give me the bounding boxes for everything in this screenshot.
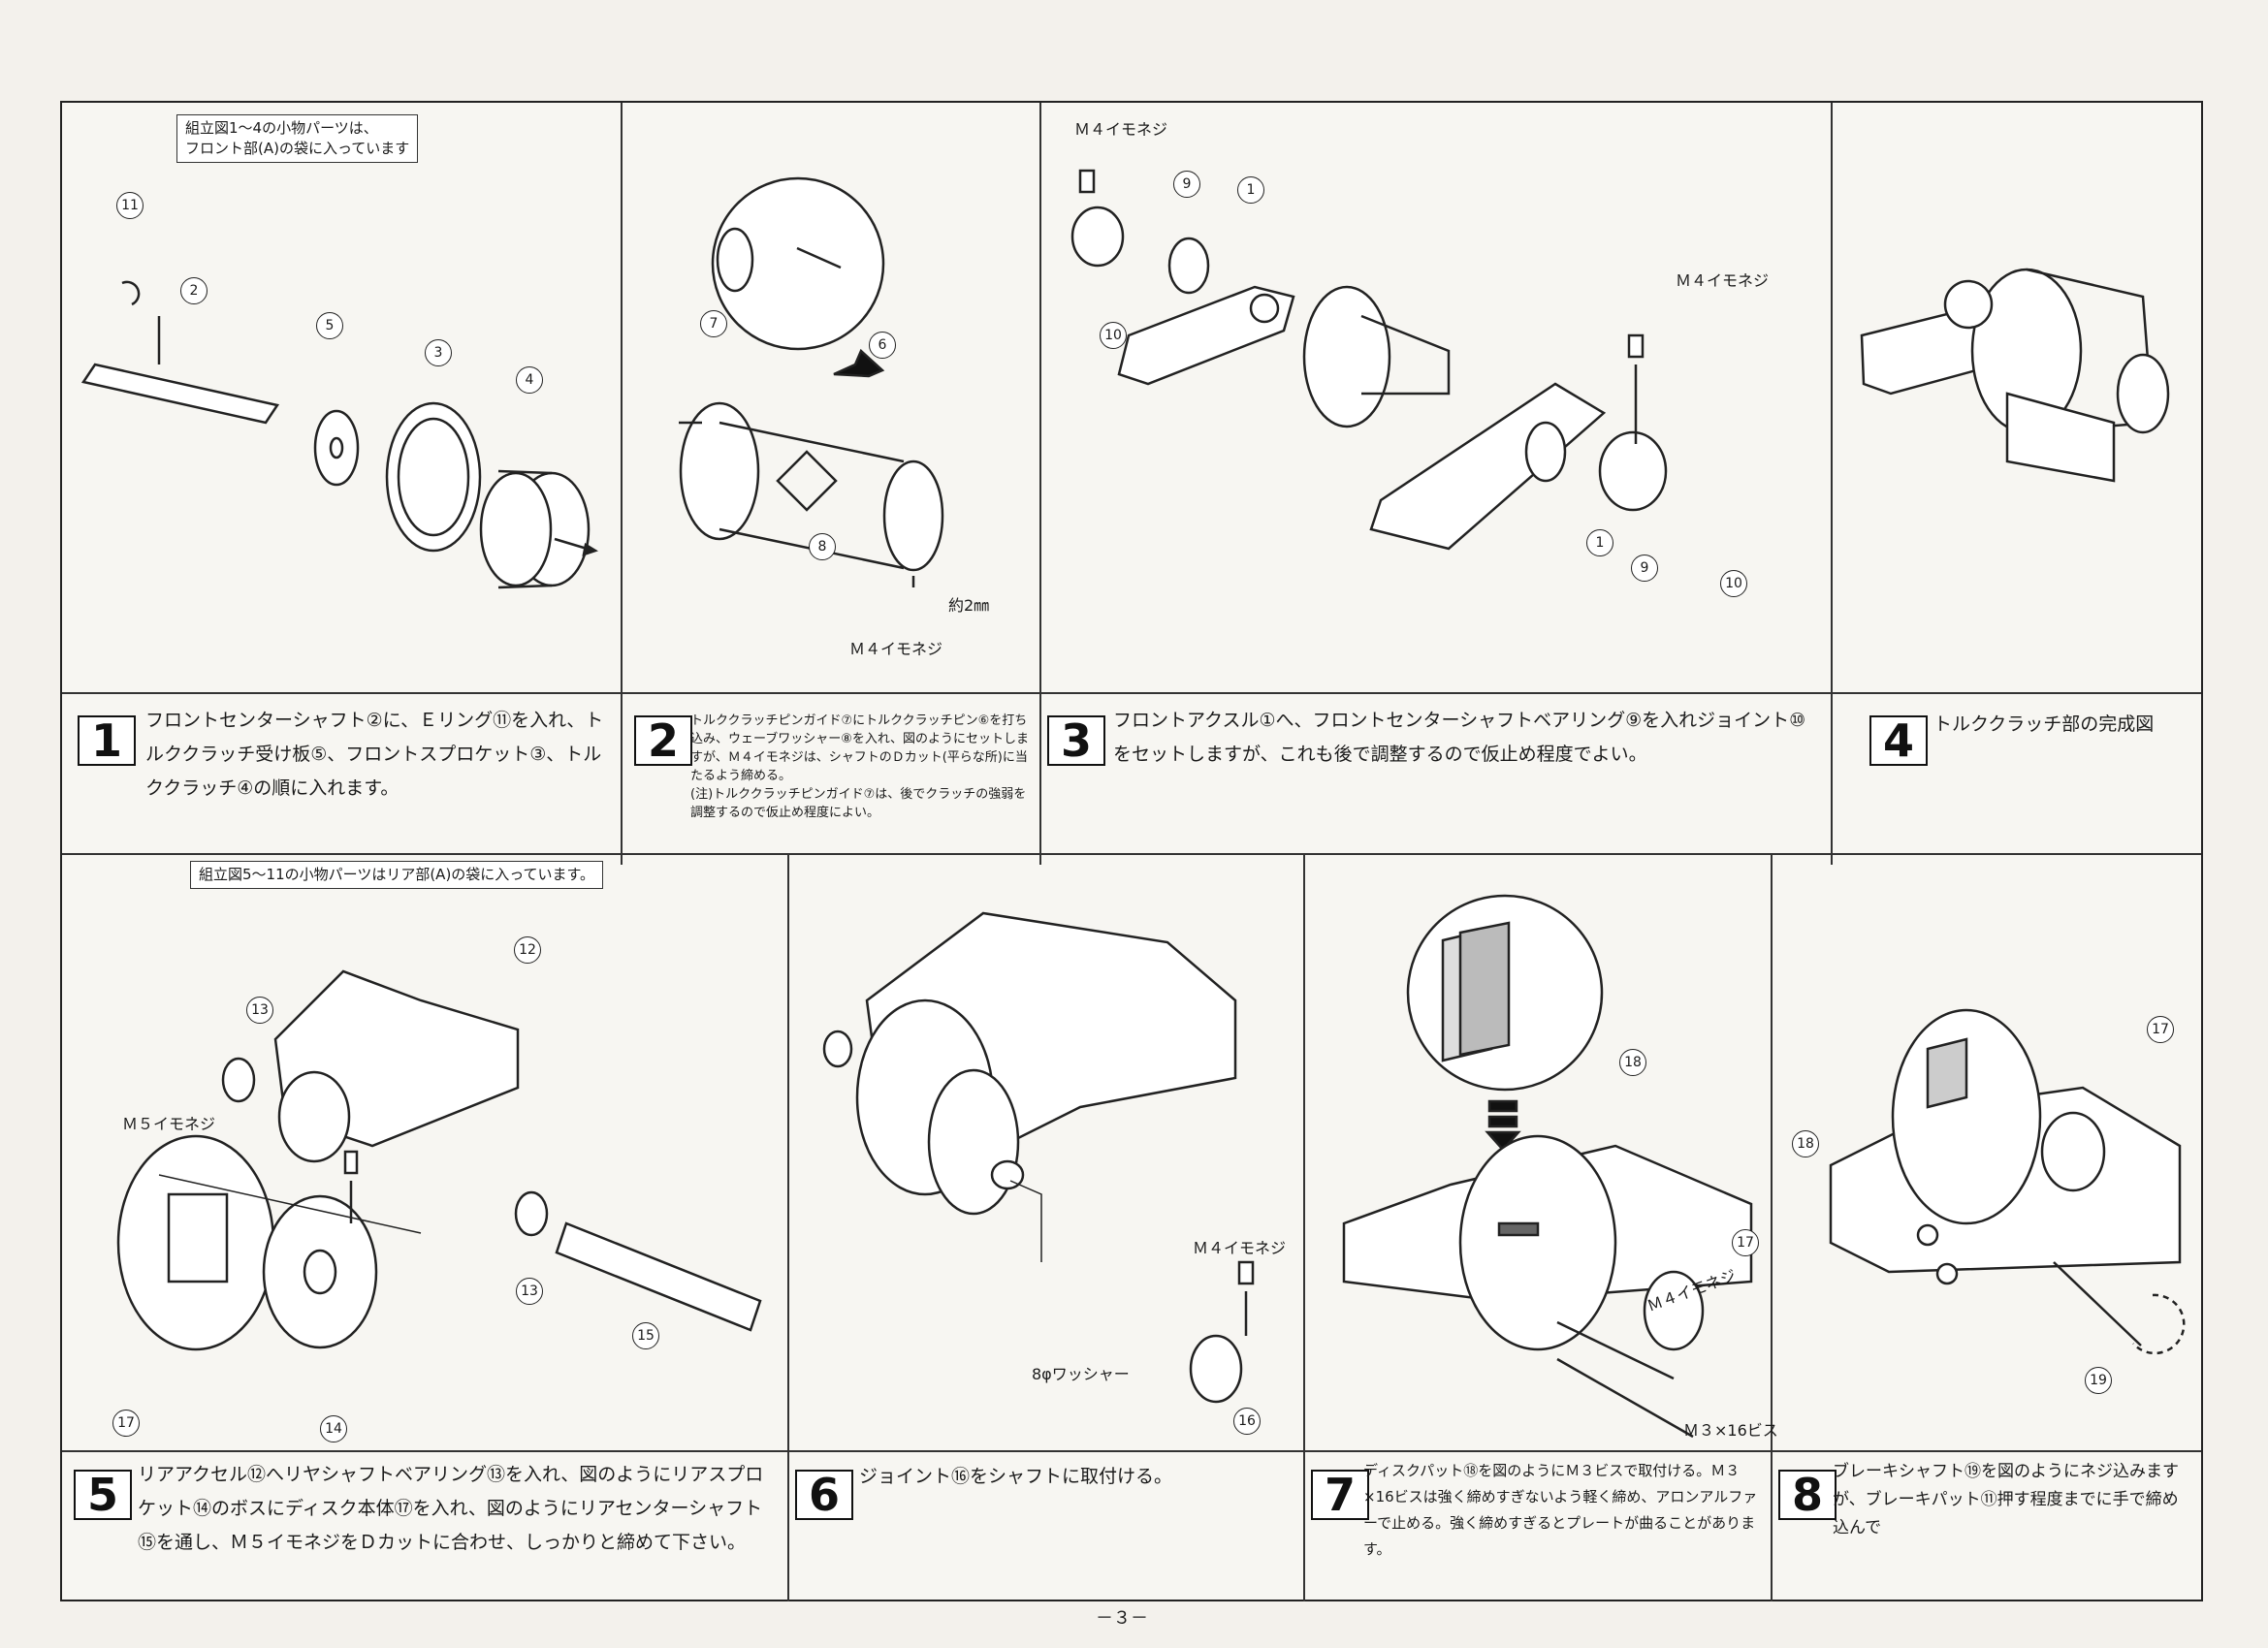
- callout-6: 6: [869, 332, 896, 359]
- step-number: 2: [647, 714, 679, 767]
- callout-2: 2: [180, 277, 208, 304]
- diagram-brake-shaft: [1829, 1008, 2186, 1355]
- label-m5-set-screw: Ｍ５イモネジ: [122, 1115, 216, 1133]
- callout-8: 8: [809, 533, 836, 560]
- callout-10: 10: [1100, 322, 1127, 349]
- step-badge-8: 8: [1778, 1470, 1837, 1520]
- step-badge-6: 6: [795, 1470, 853, 1520]
- step-badge-1: 1: [78, 715, 136, 766]
- diagram-joint-attach: [822, 911, 1255, 1404]
- step-6-text: ジョイント⑯をシャフトに取付ける。: [859, 1466, 1173, 1487]
- divider: [1831, 103, 1833, 865]
- label-8mm-washer: 8φワッシャー: [1032, 1365, 1130, 1383]
- divider: [1303, 855, 1305, 1601]
- divider: [62, 853, 2201, 855]
- callout-19: 19: [2085, 1367, 2112, 1394]
- label-approx-2mm: 約2㎜: [948, 596, 990, 615]
- diagram-front-axle: [1070, 169, 1668, 551]
- label-m3x16-screw: Ｍ３×16ビス: [1683, 1421, 1778, 1440]
- callout-1: 1: [1237, 176, 1264, 204]
- diagram-front-center-shaft: [80, 280, 598, 589]
- callout-14: 14: [320, 1415, 347, 1442]
- step-badge-5: 5: [74, 1470, 132, 1520]
- step-2-text: トルククラッチピンガイド⑦にトルククラッチピン⑥を打ち込み、ウェーブワッシャー⑧…: [690, 713, 1030, 820]
- diagram-rear-axle: [116, 969, 762, 1351]
- divider: [621, 103, 623, 865]
- step-number: 1: [90, 714, 122, 767]
- callout-5: 5: [316, 312, 343, 339]
- callout-1: 1: [1586, 529, 1613, 556]
- label-m4-set-screw: Ｍ４イモネジ: [1676, 271, 1770, 290]
- callout-3: 3: [425, 339, 452, 366]
- callout-16: 16: [1233, 1408, 1261, 1435]
- page-number: －３－: [1096, 1608, 1148, 1629]
- callout-9: 9: [1631, 555, 1658, 582]
- step-number: 7: [1324, 1469, 1356, 1521]
- callout-12: 12: [514, 936, 541, 964]
- divider: [1771, 855, 1773, 1601]
- illustration-step-1: 組立図1～4の小物パーツは、 フロント部(A)の袋に入っています 11 2 5 …: [62, 103, 621, 692]
- callout-18: 18: [1792, 1130, 1819, 1157]
- step-1-text: フロントセンターシャフト②に、Ｅリング⑪を入れ、トルククラッチ受け板⑤、フロント…: [145, 710, 604, 799]
- diagram-torque-clutch-complete: [1860, 268, 2170, 483]
- divider: [62, 1450, 2201, 1452]
- step-number: 4: [1882, 714, 1914, 767]
- step-number: 8: [1791, 1469, 1823, 1521]
- callout-17: 17: [1732, 1229, 1759, 1256]
- label-m4-set-screw: Ｍ４イモネジ: [1193, 1239, 1287, 1257]
- illustration-step-4: [1833, 103, 2203, 692]
- illustration-step-3: Ｍ４イモネジ Ｍ４イモネジ 1 9 10 1 9 10: [1041, 103, 1831, 692]
- callout-15: 15: [632, 1322, 659, 1349]
- step-number: 5: [86, 1469, 118, 1521]
- parts-bag-note-front: 組立図1～4の小物パーツは、 フロント部(A)の袋に入っています: [176, 114, 419, 163]
- callout-18: 18: [1619, 1049, 1646, 1076]
- callout-9: 9: [1173, 171, 1200, 198]
- step-8-text: ブレーキシャフト⑲を図のようにネジ込みますが、ブレーキパット⑪押す程度までに手で…: [1833, 1462, 2179, 1537]
- instruction-sheet: 組立図1～4の小物パーツは、 フロント部(A)の袋に入っています 11 2 5 …: [60, 101, 2203, 1601]
- step-badge-2: 2: [634, 715, 692, 766]
- divider: [787, 855, 789, 1601]
- step-4-text: トルククラッチ部の完成図: [1933, 713, 2155, 735]
- callout-17: 17: [2147, 1016, 2174, 1043]
- step-5-text: リアアクセル⑫へリヤシャフトベアリング⑬を入れ、図のようにリアスプロケット⑭のボ…: [138, 1464, 764, 1553]
- callout-4: 4: [516, 366, 543, 394]
- step-7-text: ディスクパット⑱を図のようにＭ３ビスで取付ける。Ｍ３×16ビスは強く締めすぎない…: [1363, 1462, 1758, 1558]
- step-3-text: フロントアクスル①へ、フロントセンターシャフトベアリング⑨を入れジョイント⑩をセ…: [1113, 710, 1806, 765]
- callout-13: 13: [246, 997, 273, 1024]
- step-badge-4: 4: [1869, 715, 1928, 766]
- step-badge-7: 7: [1311, 1470, 1369, 1520]
- divider: [1039, 103, 1041, 865]
- callout-13: 13: [516, 1278, 543, 1305]
- illustration-step-2: 7 6 8 約2㎜ Ｍ４イモネジ: [623, 103, 1039, 692]
- label-m4-set-screw: Ｍ４イモネジ: [1074, 120, 1168, 139]
- step-number: 3: [1060, 714, 1092, 767]
- parts-bag-note-rear: 組立図5～11の小物パーツはリア部(A)の袋に入っています。: [190, 861, 604, 889]
- illustration-step-6: Ｍ４イモネジ 8φワッシャー 16: [789, 855, 1303, 1450]
- divider: [62, 692, 2201, 694]
- callout-10: 10: [1720, 570, 1747, 597]
- diagram-torque-clutch: [679, 176, 944, 587]
- step-badge-3: 3: [1047, 715, 1105, 766]
- callout-7: 7: [700, 310, 727, 337]
- illustration-step-7: 18 17 Ｍ４イモネジ Ｍ３×16ビス: [1305, 855, 1778, 1450]
- callout-17: 17: [112, 1410, 140, 1437]
- label-m4-set-screw: Ｍ４イモネジ: [849, 640, 943, 658]
- callout-11: 11: [116, 192, 144, 219]
- illustration-step-5: 組立図5～11の小物パーツはリア部(A)の袋に入っています。 12 13 Ｍ５イ…: [62, 855, 787, 1450]
- diagram-disc-pad: [1342, 894, 1753, 1439]
- illustration-step-8: 17 18 19: [1773, 855, 2203, 1450]
- step-number: 6: [808, 1469, 840, 1521]
